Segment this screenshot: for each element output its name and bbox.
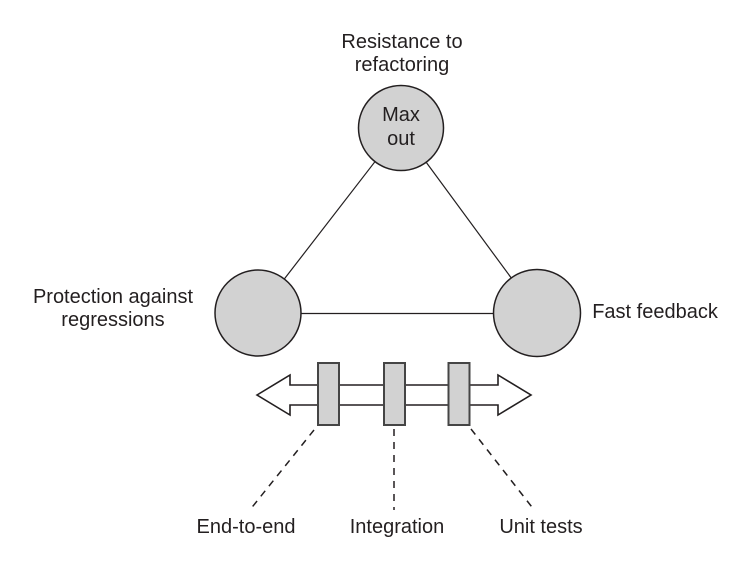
fast-feedback-label: Fast feedback bbox=[592, 301, 718, 323]
protection-against-regressions-node-circle bbox=[214, 269, 302, 357]
resistance-to-refactoring-label: Resistance to refactoring bbox=[341, 31, 463, 76]
protection-against-regressions-label: Protection against regressions bbox=[32, 286, 194, 331]
max-out-node-circle bbox=[357, 84, 445, 172]
fast-feedback-node-circle bbox=[492, 268, 582, 358]
integration-label: Integration bbox=[349, 516, 445, 538]
unit-tests-marker bbox=[447, 362, 471, 426]
unit-tests-label: Unit tests bbox=[499, 516, 583, 538]
end-to-end-marker bbox=[317, 362, 340, 426]
end-to-end-dashed-connector bbox=[248, 429, 315, 512]
unit-tests-dashed-connector bbox=[470, 428, 536, 512]
max-out-node-text: Max out bbox=[382, 104, 420, 150]
end-to-end-label: End-to-end bbox=[196, 516, 296, 538]
integration-marker bbox=[383, 362, 406, 426]
